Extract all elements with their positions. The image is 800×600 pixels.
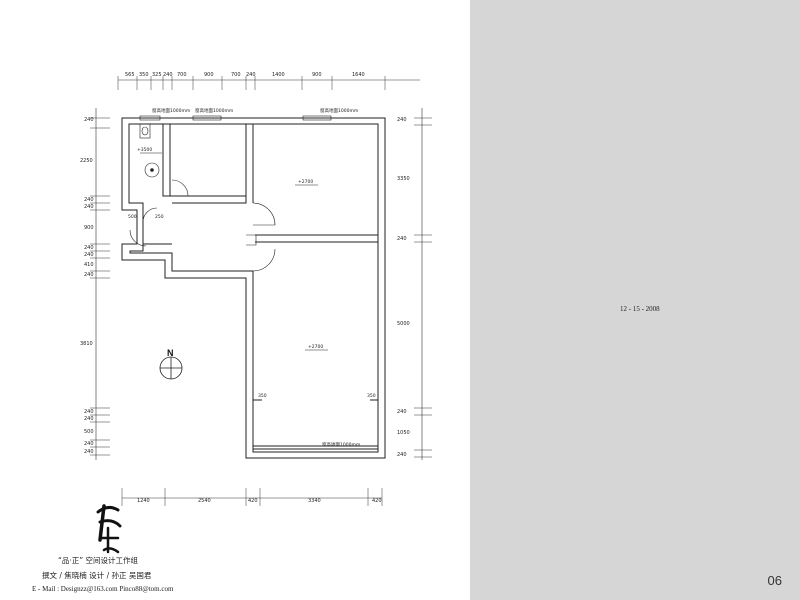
right-dim-1: 3350	[397, 176, 410, 182]
floor-plan-drawing: 565 350 325 240 700 900 700 240 1400 900…	[80, 72, 432, 554]
bottom-dimension-line: 1240 2540 420 3340 420	[121, 488, 383, 506]
top-dim-6: 700	[231, 72, 241, 78]
left-dimension-line: 240 2250 240 240 900 240 240 410 240 381…	[80, 108, 110, 460]
left-dim-7: 410	[84, 262, 94, 268]
window-label-3: 窗高地面1000mm	[320, 107, 358, 114]
floor-plan-panel: 565 350 325 240 700 900 700 240 1400 900…	[32, 72, 432, 593]
top-dim-0: 565	[125, 72, 135, 78]
walls	[121, 117, 386, 459]
window-label-1: 窗高地面1000mm	[152, 107, 190, 114]
author-credits: 撰文 / 焦晓楠 设计 / 孙正 吴国君	[42, 571, 152, 580]
bath-level-label: +3500	[137, 147, 152, 153]
date-label: 12 - 15 - 2008	[620, 305, 660, 313]
bottom-dim-3: 3340	[308, 498, 321, 504]
notes-panel: 12 - 15 - 2008 06	[470, 0, 800, 600]
left-dim-13: 240	[84, 441, 94, 447]
bottom-dim-1: 2540	[198, 498, 211, 504]
left-dim-3: 240	[84, 204, 94, 210]
bottom-dim-4: 420	[372, 498, 382, 504]
contact-email: E - Mail : Designzz@163.com Pinco88@tom.…	[32, 585, 174, 593]
right-dim-2: 240	[397, 236, 407, 242]
top-dim-7: 240	[246, 72, 256, 78]
studio-name: “品·正” 空间设计工作组	[58, 556, 139, 565]
wall-350-left-label: 350	[258, 393, 267, 399]
left-dim-10: 240	[84, 409, 94, 415]
bottom-dim-2: 420	[248, 498, 258, 504]
right-dim-3: 5000	[397, 321, 410, 327]
left-dim-5: 240	[84, 245, 94, 251]
page-number: 06	[767, 573, 782, 588]
top-dim-10: 1640	[352, 72, 365, 78]
top-dim-8: 1400	[272, 72, 285, 78]
left-dim-11: 240	[84, 416, 94, 422]
right-dim-4: 240	[397, 409, 407, 415]
left-dim-2: 240	[84, 197, 94, 203]
top-dim-5: 900	[204, 72, 214, 78]
left-dim-12: 500	[84, 429, 94, 435]
bathroom-fixtures	[139, 123, 160, 178]
window-label-2: 窗高地面1000mm	[195, 107, 233, 114]
left-dim-4: 900	[84, 225, 94, 231]
door-500-label: 500	[128, 214, 137, 220]
top-dim-1: 350	[139, 72, 149, 78]
lower-room-level-label: +2700	[308, 344, 323, 350]
left-dim-6: 240	[84, 252, 94, 258]
top-windows	[139, 115, 332, 121]
left-dim-8: 240	[84, 272, 94, 278]
left-dim-9: 3810	[80, 341, 93, 347]
upper-room-level-label: +2700	[298, 179, 313, 185]
top-dim-9: 900	[312, 72, 322, 78]
right-dimension-line: 240 3350 240 5000 240 1050 240	[397, 108, 432, 460]
right-dim-0: 240	[397, 117, 407, 123]
top-dim-3: 240	[163, 72, 173, 78]
north-arrow-icon: N	[159, 348, 183, 380]
right-dim-5: 1050	[397, 430, 410, 436]
bottom-dim-0: 1240	[137, 498, 150, 504]
left-dim-14: 240	[84, 449, 94, 455]
north-label: N	[167, 348, 174, 358]
top-dimension-line: 565 350 325 240 700 900 700 240 1400 900…	[117, 72, 420, 90]
level-markers	[140, 152, 328, 351]
left-dim-1: 2250	[80, 158, 93, 164]
top-dim-4: 700	[177, 72, 187, 78]
left-dim-0: 240	[84, 117, 94, 123]
door-250-label: 250	[155, 214, 164, 220]
wall-350-right-label: 350	[367, 393, 376, 399]
calligraphy-logo	[96, 504, 122, 554]
door-swings	[129, 179, 276, 272]
top-dim-2: 325	[152, 72, 162, 78]
window-label-4: 窗高地面1000mm	[322, 441, 360, 448]
right-dim-6: 240	[397, 452, 407, 458]
